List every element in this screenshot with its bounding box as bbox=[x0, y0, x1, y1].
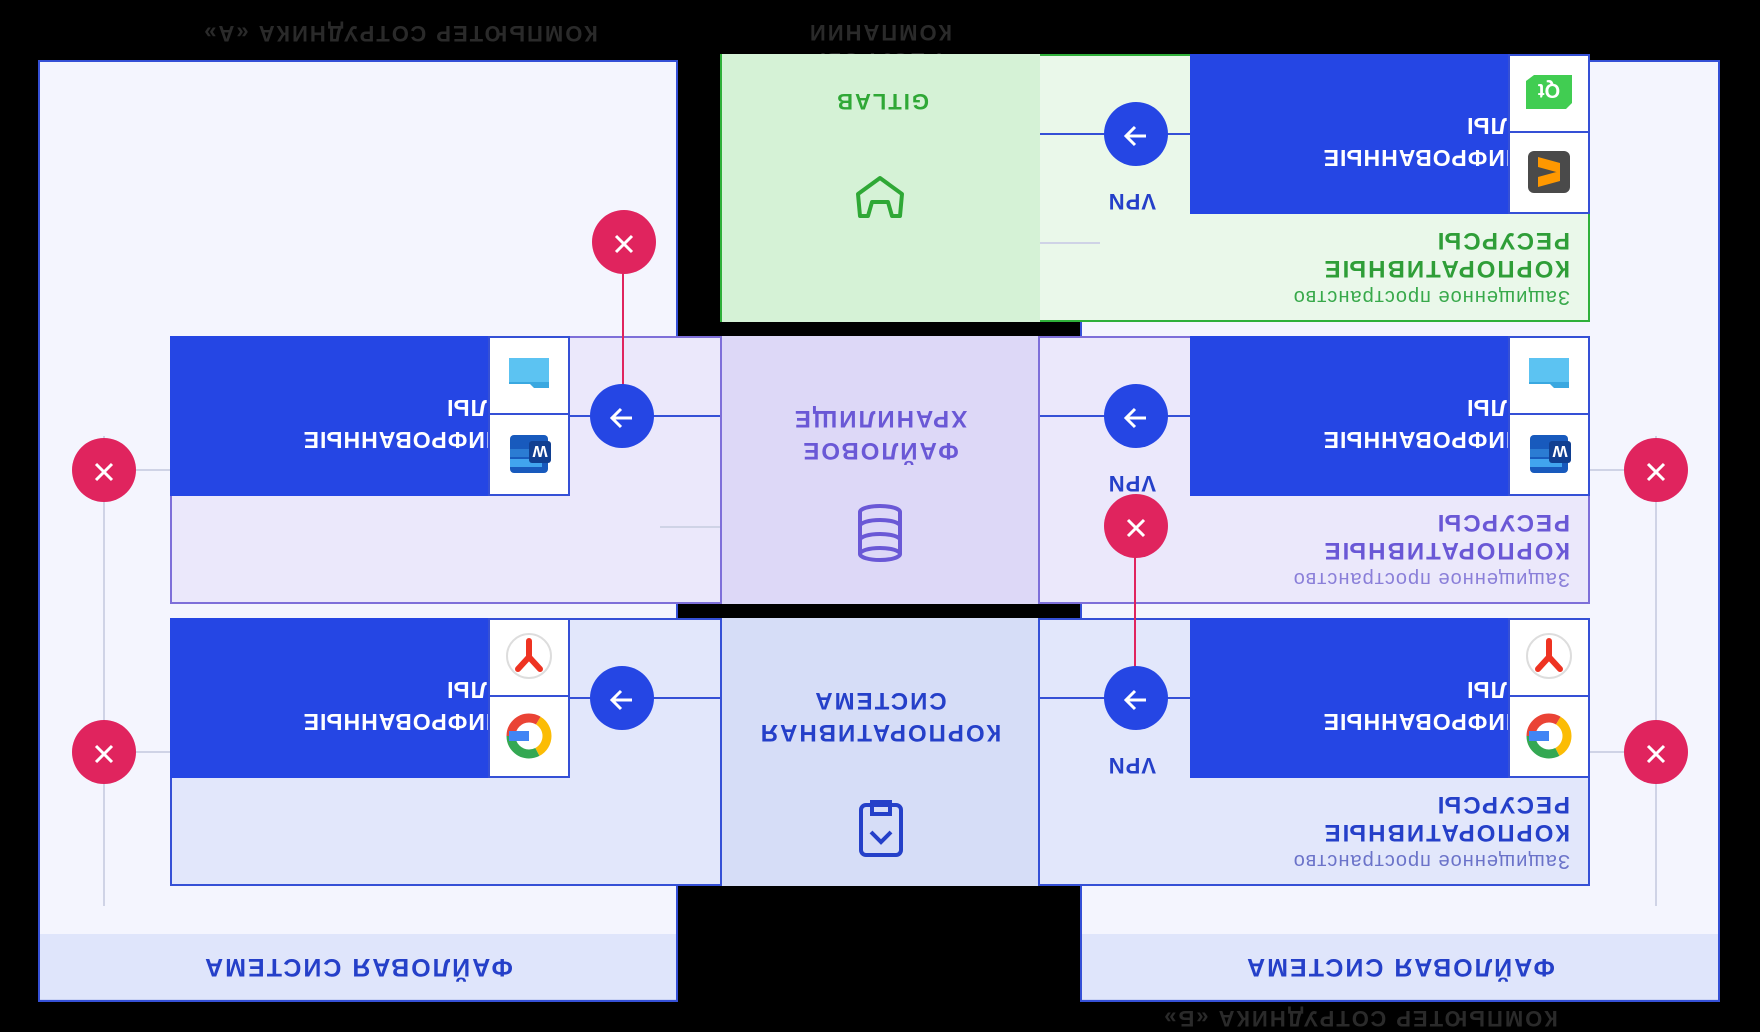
file-storage-line1: ФАЙЛОВОЕ bbox=[801, 437, 959, 464]
connector-line bbox=[136, 751, 170, 753]
connector-line bbox=[103, 436, 105, 906]
encrypted-files-line2: ФАЙЛЫ bbox=[1190, 110, 1562, 142]
column-title-company-line2: КОМПАНИИ bbox=[807, 20, 953, 46]
filesystem-label-b: ФАЙЛОВАЯ СИСТЕМА bbox=[1082, 934, 1718, 1000]
google-chrome-icon bbox=[490, 696, 568, 776]
encrypted-files-line1: ЗАШИФРОВАННЫЕ bbox=[1322, 145, 1562, 171]
corporate-label-b2: КОРПОРАТИВНЫЕ РЕСУРСЫ bbox=[1322, 509, 1570, 564]
corporate-label-b3: КОРПОРАТИВНЫЕ РЕСУРСЫ bbox=[1322, 227, 1570, 282]
yandex-browser-icon bbox=[1510, 616, 1588, 696]
yandex-browser-icon bbox=[490, 616, 568, 696]
gitlab-icon bbox=[854, 172, 906, 224]
encrypted-files-line1: ЗАШИФРОВАННЫЕ bbox=[1322, 427, 1562, 453]
apps-a-system bbox=[488, 618, 570, 778]
vpn-connection-b-storage bbox=[1104, 384, 1168, 448]
apps-b-system bbox=[1508, 618, 1590, 778]
google-chrome-icon bbox=[1510, 696, 1588, 776]
encrypted-files-line1: ЗАШИФРОВАННЫЕ bbox=[302, 709, 542, 735]
arrow-icon bbox=[608, 400, 636, 433]
svg-text:Qt: Qt bbox=[1538, 79, 1561, 101]
vpn-connection-b-system bbox=[1104, 666, 1168, 730]
blocked-a-gitlab bbox=[592, 210, 656, 274]
encrypted-files-line2: ФАЙЛЫ bbox=[1190, 392, 1562, 424]
column-title-employee-a: КОМПЬЮТЕР СОТРУДНИКА «A» bbox=[202, 21, 598, 46]
connector-line bbox=[1655, 436, 1657, 906]
vpn-label: VPN bbox=[1107, 471, 1156, 496]
connection-a-system bbox=[590, 666, 654, 730]
word-icon: W bbox=[1510, 414, 1588, 494]
close-icon bbox=[1644, 738, 1668, 767]
database-icon bbox=[856, 504, 904, 562]
close-icon bbox=[1124, 512, 1148, 541]
connector-line bbox=[136, 469, 170, 471]
encrypted-files-line2: ФАЙЛЫ bbox=[1190, 674, 1562, 706]
file-storage-line2: ХРАНИЛИЩЕ bbox=[792, 404, 968, 432]
apps-a-storage: W bbox=[488, 336, 570, 496]
resource-corporate-system: КОРПОРАТИВНАЯ СИСТЕМА bbox=[720, 618, 1040, 886]
arrow-icon bbox=[608, 682, 636, 715]
blocked-b-system-outer bbox=[1624, 720, 1688, 784]
apps-b-gitlab: Qt bbox=[1508, 54, 1590, 214]
apps-b-storage: W bbox=[1508, 336, 1590, 496]
svg-text:W: W bbox=[1552, 442, 1568, 459]
qt-icon: Qt bbox=[1510, 52, 1588, 132]
vpn-label: VPN bbox=[1107, 189, 1156, 214]
arrow-icon bbox=[1122, 682, 1150, 715]
arrow-icon bbox=[1122, 400, 1150, 433]
secure-space-label-b1: Защищенное пространство bbox=[1292, 850, 1570, 872]
blocked-a-storage-outer bbox=[72, 438, 136, 502]
resource-gitlab: GITLAB bbox=[720, 54, 1040, 322]
encrypted-files-line2: ФАЙЛЫ bbox=[170, 674, 542, 706]
blocked-b-storage-inner bbox=[1104, 494, 1168, 558]
gitlab-title: GITLAB bbox=[835, 89, 929, 114]
word-icon: W bbox=[490, 414, 568, 494]
filesystem-label-a: ФАЙЛОВАЯ СИСТЕМА bbox=[40, 934, 676, 1000]
close-icon bbox=[612, 228, 636, 257]
vpn-connection-b-gitlab bbox=[1104, 102, 1168, 166]
vpn-label: VPN bbox=[1107, 753, 1156, 778]
corporate-label-b1: КОРПОРАТИВНЫЕ РЕСУРСЫ bbox=[1322, 791, 1570, 846]
encrypted-files-line1: ЗАШИФРОВАННЫЕ bbox=[1322, 709, 1562, 735]
tablet-icon bbox=[856, 798, 906, 858]
secure-space-label-b2: Защищенное пространство bbox=[1292, 568, 1570, 590]
blocked-b-storage-outer bbox=[1624, 438, 1688, 502]
connector-line bbox=[1590, 469, 1624, 471]
connector-line bbox=[660, 526, 720, 528]
corporate-system-line2: СИСТЕМА bbox=[813, 686, 947, 714]
blocked-a-system-outer bbox=[72, 720, 136, 784]
encrypted-files-line1: ЗАШИФРОВАННЫЕ bbox=[302, 427, 542, 453]
secure-space-label-b3: Защищенное пространство bbox=[1292, 286, 1570, 308]
column-title-employee-b: КОМПЬЮТЕР СОТРУДНИКА «Б» bbox=[1162, 1006, 1558, 1031]
connector-line bbox=[1040, 242, 1100, 244]
sublime-text-icon bbox=[1510, 132, 1588, 212]
folder-icon bbox=[490, 334, 568, 414]
corporate-system-line1: КОРПОРАТИВНАЯ bbox=[758, 719, 1002, 746]
file-storage-title: ФАЙЛОВОЕ ХРАНИЛИЩЕ bbox=[722, 401, 1038, 466]
close-icon bbox=[92, 456, 116, 485]
encrypted-files-line2: ФАЙЛЫ bbox=[170, 392, 542, 424]
resource-file-storage: ФАЙЛОВОЕ ХРАНИЛИЩЕ bbox=[720, 336, 1040, 604]
corporate-system-title: КОРПОРАТИВНАЯ СИСТЕМА bbox=[722, 683, 1038, 748]
connection-a-storage bbox=[590, 384, 654, 448]
close-icon bbox=[1644, 456, 1668, 485]
close-icon bbox=[92, 738, 116, 767]
folder-icon bbox=[1510, 334, 1588, 414]
svg-text:W: W bbox=[532, 442, 548, 459]
arrow-icon bbox=[1122, 118, 1150, 151]
connector-line bbox=[1590, 751, 1624, 753]
